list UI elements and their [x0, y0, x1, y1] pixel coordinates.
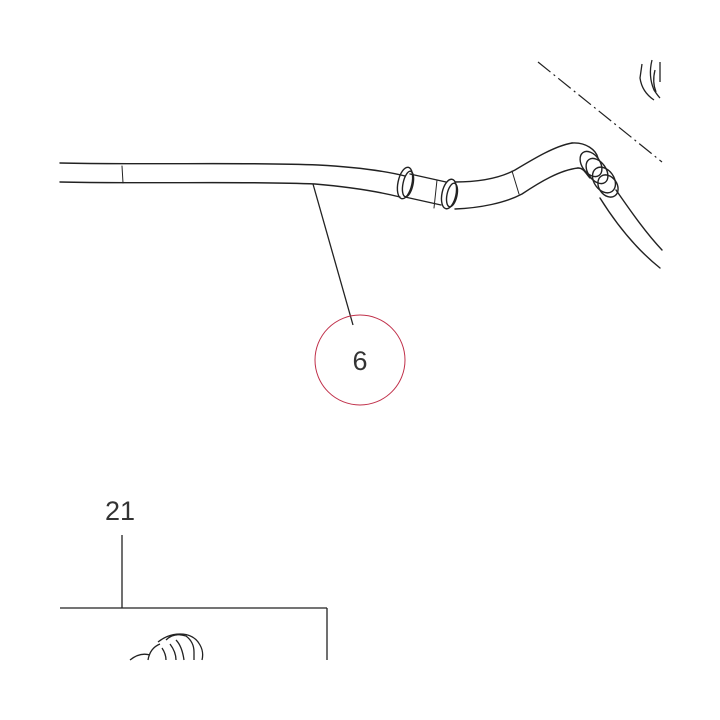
- dash-dot-center-line: [537, 61, 663, 163]
- callout-number-21: 21: [105, 496, 135, 526]
- partial-fitting-21: [129, 633, 204, 661]
- callout-number-6: 6: [352, 346, 367, 376]
- partial-component-top-right: [639, 59, 661, 101]
- leader-line-6: [312, 183, 354, 326]
- hose-assembly: [59, 142, 663, 269]
- callout-21-bracket: [60, 535, 328, 660]
- callout-6-highlight-circle: [314, 314, 406, 406]
